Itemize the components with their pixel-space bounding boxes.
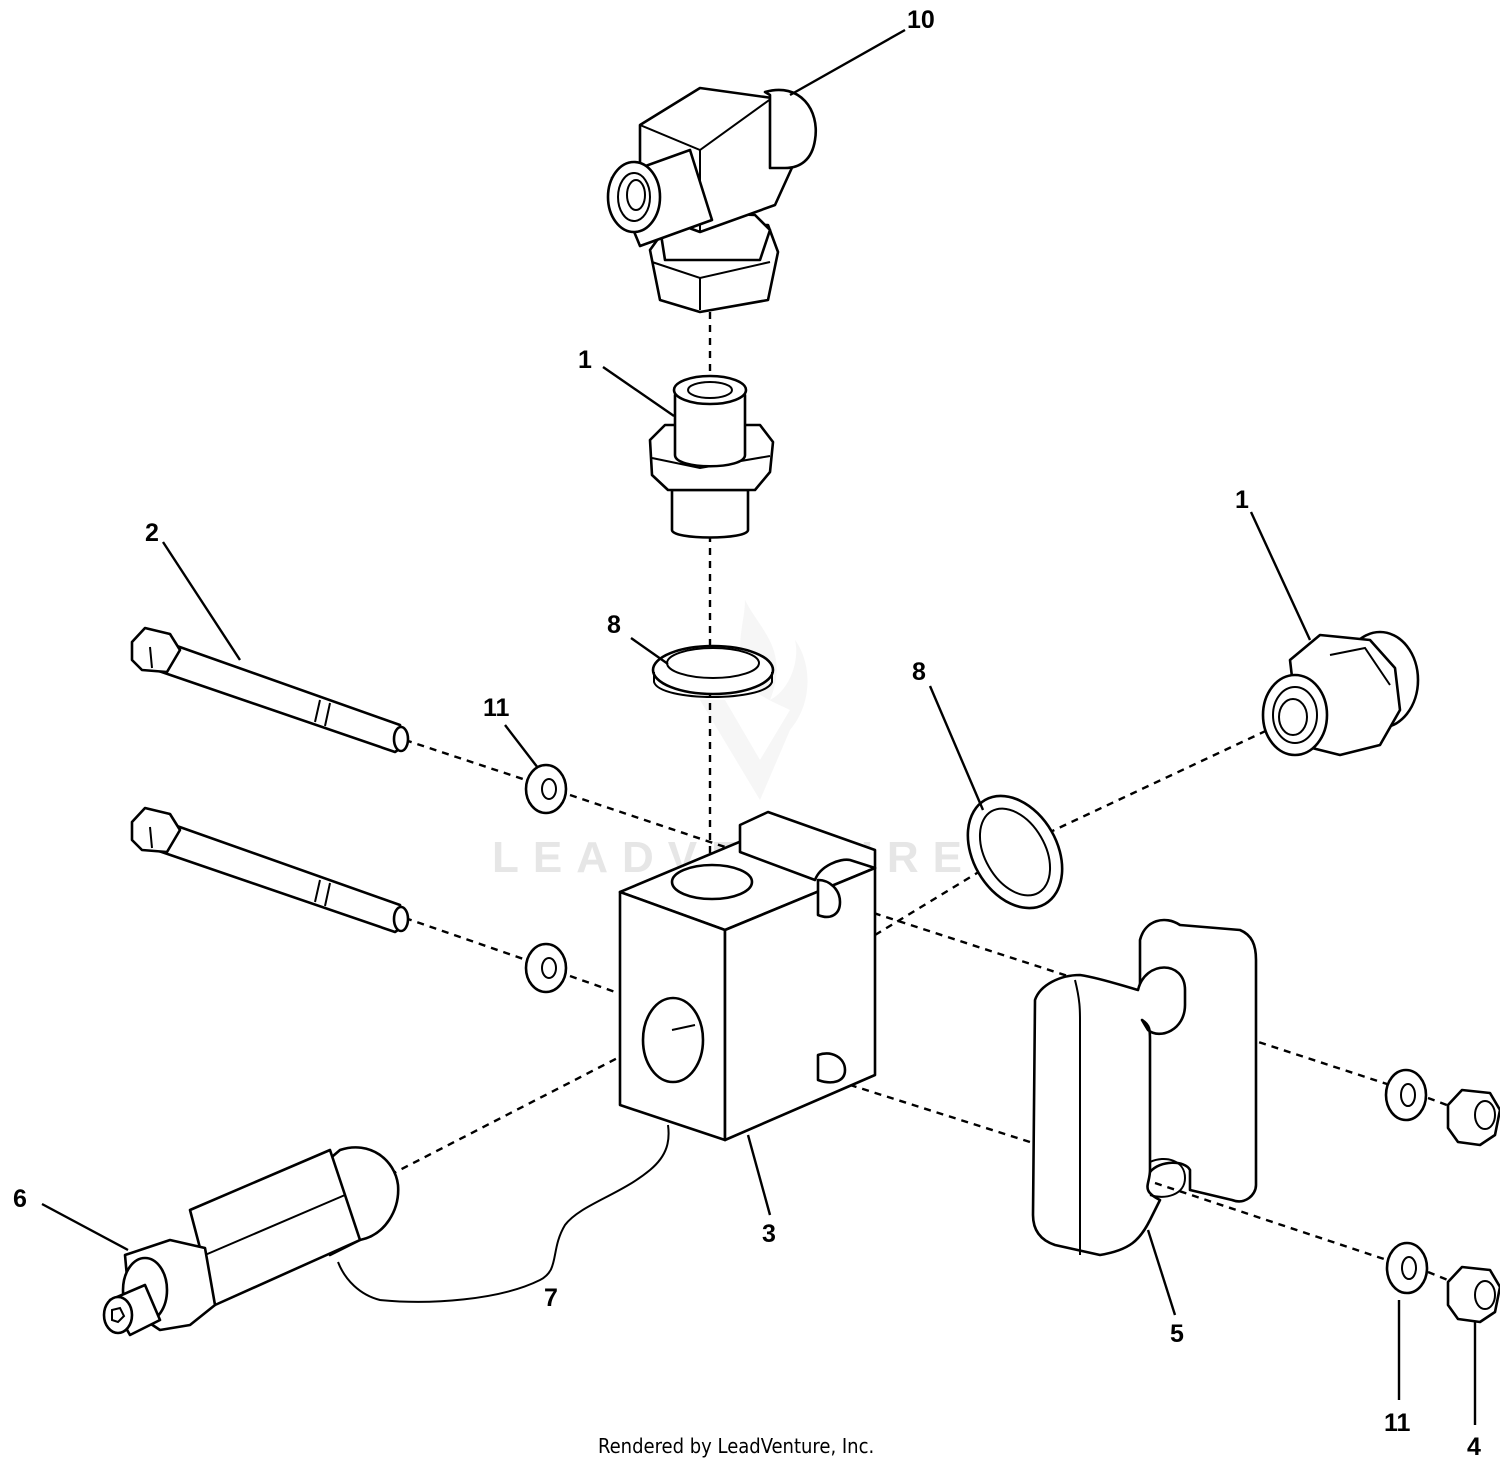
callout-8-right: 8 — [912, 658, 926, 686]
callout-2: 2 — [145, 519, 159, 547]
part-1-top-adapter — [648, 374, 775, 539]
part-3-block — [618, 810, 877, 1142]
footer-credit: Rendered by LeadVenture, Inc. — [598, 1434, 874, 1458]
part-4-nut-lower — [1446, 1265, 1500, 1324]
watermark-logo — [700, 600, 808, 800]
callout-5: 5 — [1170, 1320, 1184, 1348]
callout-1-top: 1 — [578, 346, 592, 374]
part-2-bolt-lower — [130, 806, 410, 934]
leader-lines — [41, 28, 1477, 1425]
callout-8-top: 8 — [607, 611, 621, 639]
part-6-sensor — [102, 1146, 400, 1337]
callout-11-right: 11 — [1384, 1409, 1411, 1437]
part-7-wire — [337, 1124, 670, 1303]
part-8-top-oring — [651, 644, 775, 698]
callout-11-left: 11 — [483, 694, 510, 722]
part-5-mount-block — [1031, 918, 1258, 1257]
part-8-right-oring — [966, 794, 1064, 910]
callout-3: 3 — [762, 1220, 776, 1248]
callout-7: 7 — [544, 1284, 558, 1312]
callout-6: 6 — [13, 1185, 27, 1213]
part-1-right-adapter — [1261, 630, 1420, 757]
callout-10: 10 — [907, 6, 935, 34]
callouts: 10 1 2 8 11 1 8 6 3 7 5 11 4 — [13, 6, 1481, 1461]
part-11-washer-upper-left — [524, 763, 568, 815]
part-2-bolt-upper — [130, 626, 410, 754]
callout-1-right: 1 — [1235, 486, 1249, 514]
part-11-washer-lower-left — [524, 942, 568, 994]
part-10-elbow-fitting — [606, 86, 818, 314]
part-11-washer-lower-right — [1385, 1241, 1429, 1295]
part-4-nut-upper — [1446, 1088, 1500, 1147]
callout-4: 4 — [1467, 1433, 1481, 1461]
part-11-washer-upper-right — [1384, 1068, 1428, 1122]
